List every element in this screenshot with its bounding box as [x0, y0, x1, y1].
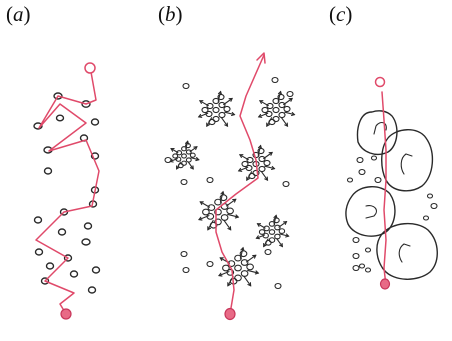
vortex: [358, 111, 397, 155]
particle: [353, 254, 359, 259]
panel-a-end-marker: [85, 63, 95, 73]
motion-arrow: [224, 220, 231, 229]
obstacle: [93, 267, 100, 273]
particle: [375, 178, 381, 183]
cluster-particle: [273, 116, 279, 121]
particle: [360, 264, 365, 268]
cluster-particle: [273, 107, 279, 112]
cluster-particle: [279, 102, 285, 107]
obstacle: [59, 229, 66, 235]
obstacle: [85, 223, 92, 229]
cluster-particle: [219, 102, 225, 107]
panel-a-start-marker: [61, 309, 71, 319]
cluster-particle: [241, 271, 248, 277]
cluster-particle: [223, 265, 230, 271]
cluster-particle: [202, 107, 208, 112]
cluster-particle: [259, 156, 265, 161]
particle: [181, 252, 187, 257]
obstacle: [35, 217, 42, 223]
particle: [348, 178, 353, 182]
panel-b-start-marker: [225, 309, 235, 320]
particle: [183, 268, 189, 273]
cluster-particle: [284, 106, 290, 111]
panel-c-end-marker: [376, 78, 385, 87]
particle: [357, 158, 363, 163]
cluster-particle: [269, 238, 274, 243]
cluster-particle: [227, 208, 234, 214]
cluster-particle: [213, 107, 219, 112]
particle: [181, 180, 187, 185]
panel-b-diagram: [165, 53, 294, 320]
particle: [428, 194, 433, 198]
cluster-particle: [173, 154, 178, 158]
particle: [183, 84, 189, 89]
cluster-particle: [235, 275, 242, 281]
obstacle: [82, 239, 90, 245]
particle: [359, 170, 365, 175]
cluster-particle: [182, 154, 187, 158]
vortex-rotation-icon: [401, 154, 412, 174]
cluster-particle: [262, 107, 268, 112]
cluster-particle: [221, 215, 228, 221]
particle-cluster: [256, 215, 288, 246]
particle: [353, 238, 359, 243]
cluster-particle: [182, 161, 187, 165]
panel-b-scattered-particles: [165, 78, 293, 289]
cluster-particle: [279, 229, 284, 234]
motion-arrow: [244, 276, 251, 285]
particle: [366, 268, 371, 272]
particle: [272, 78, 278, 83]
particle-cluster: [199, 92, 235, 127]
cluster-particle: [242, 161, 248, 166]
obstacle: [36, 249, 43, 255]
particle: [283, 182, 289, 187]
cluster-particle: [213, 116, 219, 121]
cluster-particle: [241, 260, 248, 266]
particle: [265, 250, 271, 255]
panel-a-diagram: [34, 63, 100, 319]
cluster-particle: [235, 265, 242, 271]
cluster-particle: [279, 112, 285, 117]
particle: [207, 178, 213, 183]
cluster-particle: [259, 230, 264, 235]
cluster-particle: [203, 209, 210, 215]
cluster-particle: [190, 153, 195, 157]
cluster-particle: [224, 106, 230, 111]
particle: [287, 92, 293, 97]
panel-c-start-marker: [381, 279, 390, 289]
particle: [424, 216, 429, 220]
particle: [366, 248, 371, 252]
obstacle: [92, 119, 99, 125]
panel-c-diagram: [346, 78, 437, 290]
particle: [431, 204, 437, 209]
cluster-particle: [186, 158, 191, 162]
panel-c-vortices: [346, 111, 437, 279]
vortex-rotation-icon: [399, 244, 410, 262]
particle: [207, 262, 213, 267]
cluster-particle: [247, 264, 254, 270]
obstacle: [57, 115, 64, 121]
particle-cluster: [219, 248, 258, 286]
particle: [372, 156, 377, 160]
particle: [353, 266, 359, 271]
cluster-particle: [269, 230, 274, 235]
cluster-particle: [219, 112, 225, 117]
cluster-particle: [264, 160, 270, 165]
panel-b-clusters: [170, 92, 294, 286]
obstacle: [89, 287, 96, 293]
particle: [275, 284, 281, 289]
vortex-rotation-icon: [366, 206, 376, 218]
particle-cluster: [170, 141, 199, 169]
cluster-particle: [208, 205, 215, 211]
cluster-particle: [259, 166, 265, 171]
cluster-particle: [275, 234, 280, 239]
panel-c-small-particles: [348, 156, 438, 272]
obstacle: [45, 168, 52, 174]
vortex: [382, 130, 433, 191]
obstacle: [47, 263, 54, 269]
obstacle: [71, 271, 78, 277]
motion-arrow: [246, 255, 255, 262]
